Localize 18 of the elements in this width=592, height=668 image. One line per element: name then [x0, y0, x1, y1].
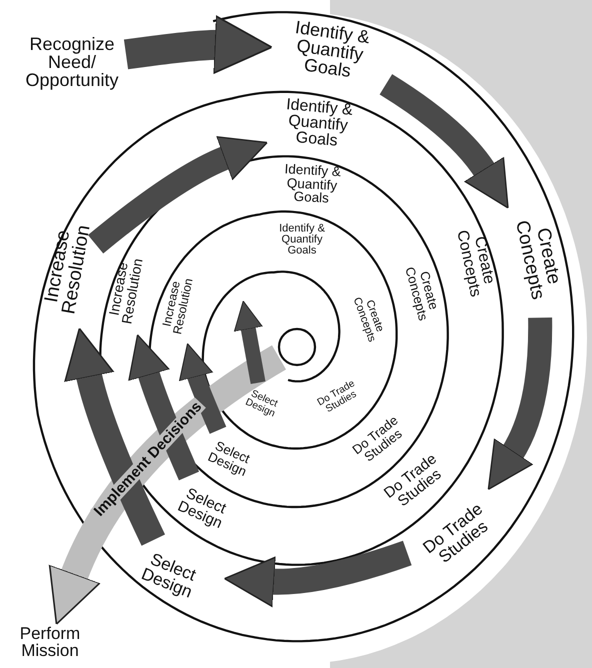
step-label: Perform Mission	[0, 625, 101, 659]
step-label: Recognize Need/ Opportunity	[18, 35, 126, 89]
step-label: Identify & Quantify Goals	[270, 162, 354, 206]
step-label: Create Concepts	[400, 250, 446, 334]
center-circle	[278, 328, 316, 366]
step-label: Identify & Quantify Goals	[268, 96, 368, 152]
block-arrow	[234, 300, 266, 384]
step-label: Increase Resolution	[104, 246, 146, 334]
step-label: Increase Resolution	[158, 267, 196, 343]
step-label: Identify & Quantify Goals	[269, 224, 335, 256]
block-arrow	[179, 343, 226, 434]
step-label: Create Concepts	[508, 198, 570, 318]
block-arrow	[489, 318, 552, 491]
block-arrow	[88, 136, 268, 254]
block-arrow	[380, 74, 510, 208]
step-label: Identify & Quantify Goals	[272, 16, 388, 84]
block-arrow	[128, 334, 200, 480]
block-arrow	[224, 540, 412, 608]
